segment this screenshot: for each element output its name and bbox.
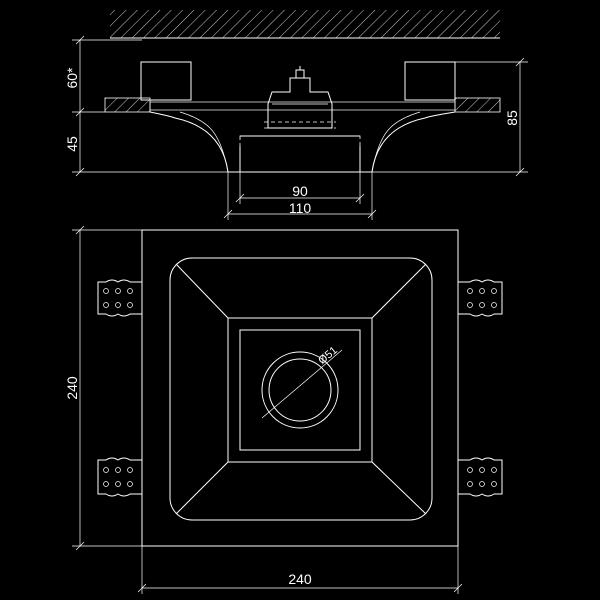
dim-plan-width: 240: [137, 546, 463, 594]
mounting-tab-top-left: [97, 279, 142, 317]
dim-total-height-label: 85: [504, 110, 520, 126]
plasterboard-center: [149, 101, 456, 111]
lamp-hole-outer: [261, 351, 339, 429]
hole-diameter-leader: [261, 349, 343, 419]
mounting-lug-right: [404, 61, 456, 101]
dim-hole-diameter-label: Ø51: [316, 344, 340, 367]
dim-top-height: 60*: [64, 35, 142, 117]
mounting-tab-bottom-left: [97, 457, 142, 497]
dim-outer-width-label: 110: [289, 200, 312, 216]
plan-view: Ø51 240: [64, 225, 503, 594]
dim-outer-width: 110: [223, 172, 377, 220]
plan-outer-square: [141, 229, 459, 547]
lamp-hole-inner: [268, 358, 332, 422]
dim-plan-height: 240: [64, 225, 142, 551]
mounting-tab-top-right: [458, 279, 503, 317]
bevel-diagonal-bl: [175, 461, 229, 515]
dim-total-height: 85: [372, 57, 528, 177]
dim-plan-width-label: 240: [288, 571, 312, 587]
plaster-body-inner: [179, 111, 421, 173]
dim-plan-height-label: 240: [64, 376, 80, 400]
plaster-body-profile: [149, 111, 456, 173]
dim-inner-width-label: 90: [292, 183, 308, 199]
plan-inner-frame: [239, 329, 361, 451]
dim-top-height-label: 60*: [64, 67, 80, 89]
lamp-bulb: [264, 66, 336, 129]
bevel-diagonal-tr: [371, 263, 427, 319]
side-section-view: 60* 45 85 90: [64, 10, 528, 220]
dim-bottom-height: 45: [64, 112, 228, 177]
plasterboard-right-hatch: [454, 97, 501, 113]
bevel-diagonal-br: [371, 461, 427, 515]
plan-bevel-square: [169, 257, 433, 521]
dim-inner-width: 90: [235, 172, 365, 204]
dim-bottom-height-label: 45: [64, 136, 80, 152]
lamp-housing-dashed: [239, 135, 361, 173]
bevel-diagonal-tl: [175, 263, 229, 319]
mounting-tab-bottom-right: [458, 457, 503, 497]
mounting-lug-left: [140, 61, 192, 101]
plan-inner-opening: [227, 317, 373, 463]
ceiling-slab-hatch: [110, 10, 500, 38]
